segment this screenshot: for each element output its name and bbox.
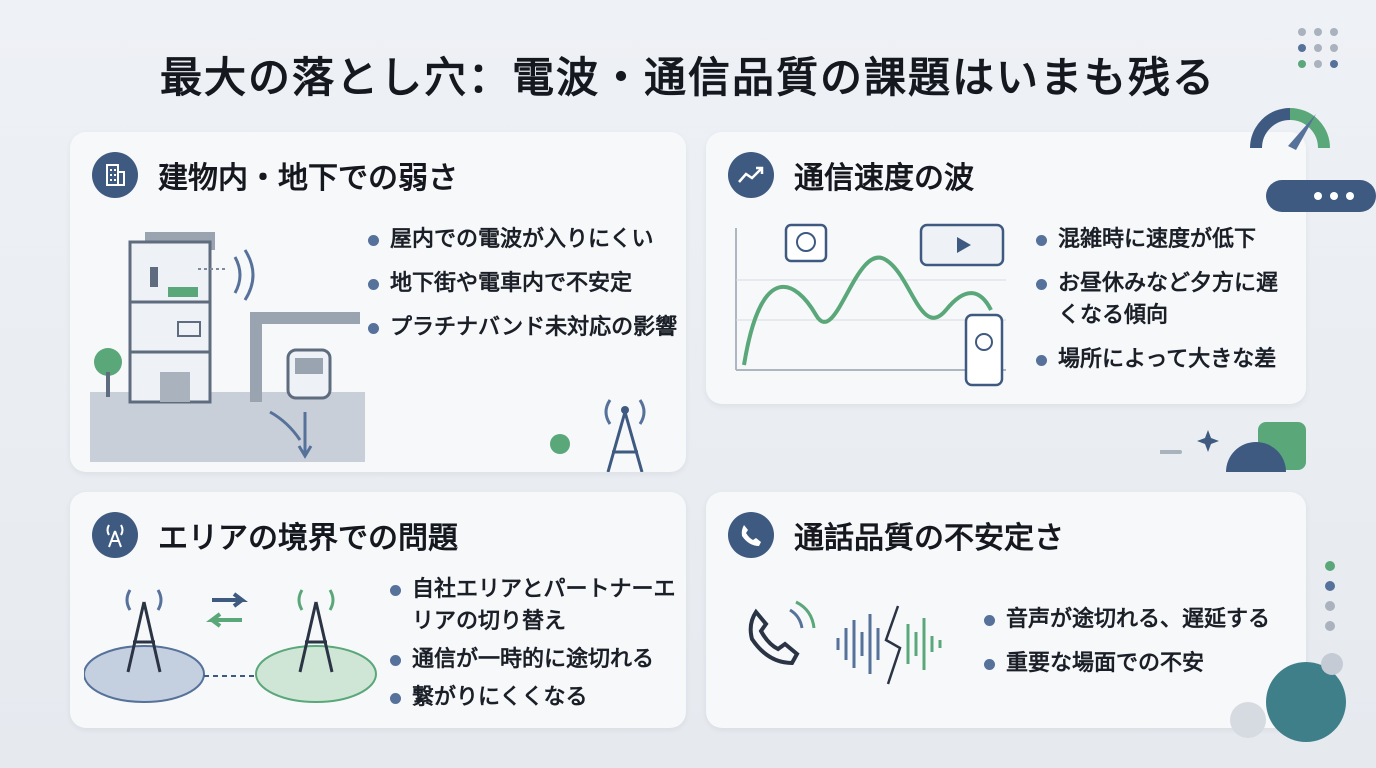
menu-pill-decoration [1266, 180, 1376, 212]
card-call-quality: 通話品質の不安定さ 音声が途切れる、遅延する 重要な場面での不安 [706, 492, 1306, 728]
card-indoor-weakness: 建物内・地下での弱さ 屋内での電波が入りにくい 地下街や電車内で不安定 プラチナ… [70, 132, 686, 472]
list-item: 繋がりにくくなる [388, 682, 678, 714]
card-speed-waves: 通信速度の波 混雑時に速度が低下 お昼休みなど夕方に遅くなる傾向 場所によって大… [706, 132, 1306, 404]
card-header: 通信速度の波 [728, 152, 974, 198]
list-item: 場所によって大きな差 [1034, 344, 1284, 376]
card-header: 通話品質の不安定さ [728, 512, 1064, 558]
trend-chart-icon [728, 152, 774, 198]
bullet-list: 自社エリアとパートナーエリアの切り替え 通信が一時的に途切れる 繋がりにくくなる [388, 574, 678, 726]
card-title: 建物内・地下での弱さ [158, 161, 458, 196]
list-item: 音声が途切れる、遅延する [982, 604, 1292, 636]
area-handover-illustration [84, 589, 377, 703]
bullet-list: 混雑時に速度が低下 お昼休みなど夕方に遅くなる傾向 場所によって大きな差 [1034, 224, 1284, 388]
dots-column-decoration [1325, 561, 1335, 631]
card-title: 通信速度の波 [794, 161, 974, 196]
shapes-decoration [1160, 422, 1306, 472]
page-title: 最大の落とし穴：電波・通信品質の課題はいまも残る [159, 53, 1216, 102]
card-title: エリアの境界での問題 [158, 521, 458, 556]
card-header: 建物内・地下での弱さ [92, 152, 458, 198]
building-underground-illustration [90, 232, 365, 462]
bullet-list: 屋内での電波が入りにくい 地下街や電車内で不安定 プラチナバンド未対応の影響 [366, 224, 677, 356]
circle-decoration [1230, 653, 1346, 742]
bullet-list: 音声が途切れる、遅延する 重要な場面での不安 [982, 604, 1292, 692]
list-item: 混雑時に速度が低下 [1034, 224, 1284, 256]
card-area-boundary: エリアの境界での問題 自社エリアとパートナーエリアの切り替え 通信が一時的に途切… [70, 492, 686, 728]
gauge-decoration [1250, 108, 1330, 150]
list-item: 重要な場面での不安 [982, 648, 1292, 680]
dot-grid-decoration [1298, 28, 1338, 68]
list-item: お昼休みなど夕方に遅くなる傾向 [1034, 268, 1284, 332]
phone-icon [728, 512, 774, 558]
voice-breakup-illustration [748, 600, 942, 685]
speed-wave-illustration [735, 223, 1006, 387]
antenna-icon [92, 512, 138, 558]
list-item: 通信が一時的に途切れる [388, 644, 678, 676]
cell-tower-icon [550, 399, 646, 472]
list-item: 自社エリアとパートナーエリアの切り替え [388, 574, 678, 638]
card-header: エリアの境界での問題 [92, 512, 458, 558]
building-icon [92, 152, 138, 198]
list-item: 地下街や電車内で不安定 [366, 268, 677, 300]
card-title: 通話品質の不安定さ [794, 521, 1064, 556]
list-item: プラチナバンド未対応の影響 [366, 312, 677, 344]
list-item: 屋内での電波が入りにくい [366, 224, 677, 256]
